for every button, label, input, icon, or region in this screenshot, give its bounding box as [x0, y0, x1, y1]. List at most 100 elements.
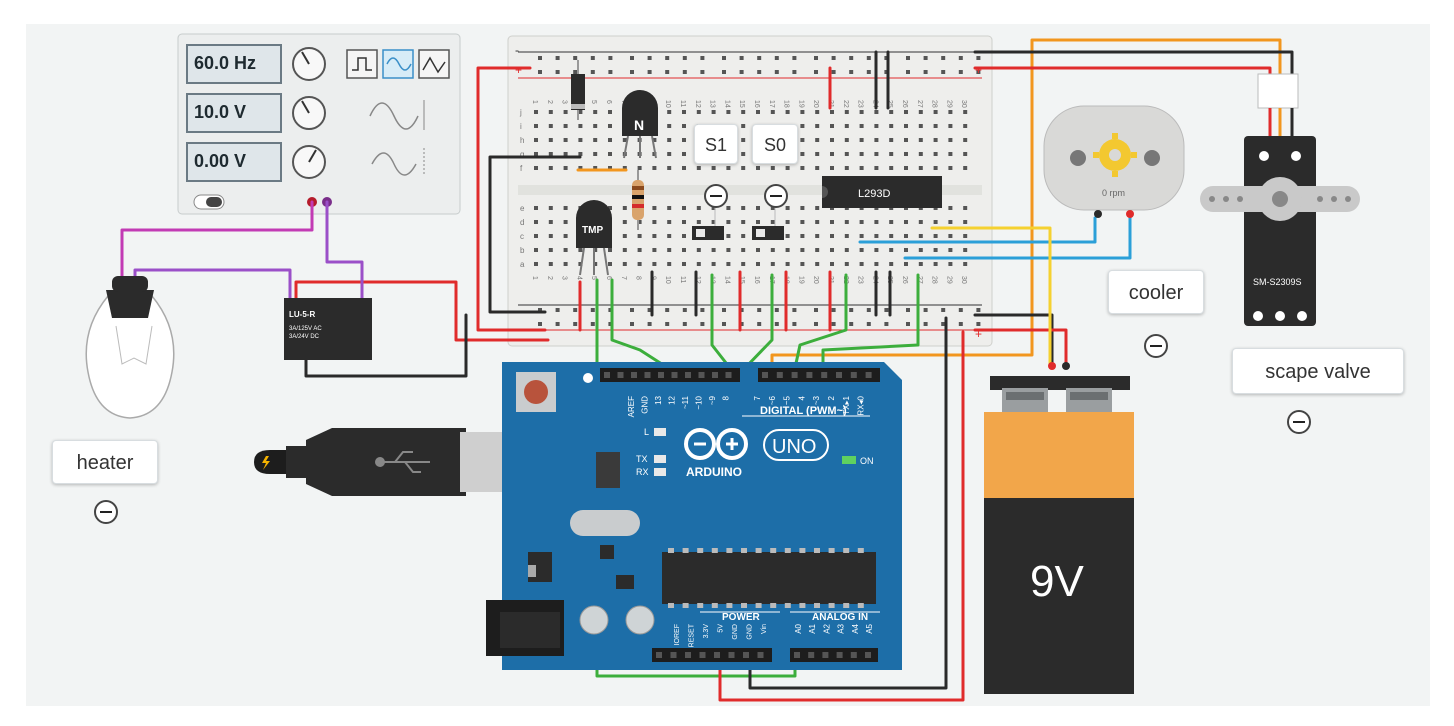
usb-icon — [375, 451, 430, 473]
digital-pin-label: 7 — [753, 395, 762, 400]
row-label: f — [520, 164, 523, 173]
column-number: 7 — [620, 276, 627, 280]
row-label: a — [520, 260, 525, 269]
resistor[interactable] — [632, 170, 644, 230]
column-number: 22 — [842, 100, 849, 108]
magenta-wire-heater[interactable] — [120, 200, 314, 284]
dc-motor[interactable]: 0 rpm — [1043, 105, 1185, 218]
column-number: 29 — [945, 100, 952, 108]
row-label: b — [520, 246, 525, 255]
column-number: 1 — [531, 100, 538, 104]
lightning-icon — [262, 456, 270, 470]
row-label: h — [520, 136, 524, 145]
servo-motor[interactable]: SM-S2309S — [1200, 73, 1360, 326]
heater-toggle-button[interactable] — [94, 500, 118, 524]
black-wire-relay[interactable] — [304, 313, 468, 378]
sine-wave-button[interactable] — [382, 49, 414, 79]
row-label: c — [520, 232, 524, 241]
green-wire-8[interactable] — [743, 273, 774, 370]
column-number: 17 — [768, 100, 775, 108]
analog-pin-label: A0 — [794, 623, 803, 633]
column-number: 10 — [664, 276, 671, 284]
digital-pin-label: ~11 — [681, 395, 690, 409]
red-wire-battery[interactable] — [973, 328, 1068, 367]
black-wire-servo[interactable] — [973, 50, 1294, 82]
led-rx-label: RX — [636, 467, 649, 477]
header-holes — [604, 372, 872, 658]
nine-volt-battery[interactable]: 9V — [984, 362, 1134, 694]
digital-pin-label: GND — [641, 396, 650, 414]
column-number: 27 — [916, 100, 923, 108]
column-number: 25 — [886, 100, 893, 108]
digital-header-right[interactable] — [758, 368, 880, 382]
black-wire-left-rail[interactable] — [488, 155, 582, 314]
reset-button[interactable] — [524, 380, 548, 404]
amplitude-knob[interactable] — [292, 96, 326, 130]
transistor-label: N — [634, 117, 644, 133]
digital-header-label: DIGITAL (PWM~) — [760, 405, 847, 417]
black-wire-battery[interactable] — [973, 313, 1054, 367]
light-bulb[interactable] — [85, 276, 175, 419]
column-number: 5 — [590, 100, 597, 104]
row-label: e — [520, 204, 525, 213]
cooler-toggle-button[interactable] — [1144, 334, 1168, 358]
power-header[interactable] — [652, 648, 772, 662]
l293d-chip[interactable]: L293D — [822, 176, 942, 208]
led-tx-label: TX — [636, 454, 648, 464]
analog-pin-label: A4 — [851, 623, 860, 633]
offset-icon — [371, 152, 417, 176]
orange-wire[interactable] — [770, 38, 1282, 372]
npn-transistor[interactable]: N — [622, 90, 658, 159]
green-wire-9[interactable] — [710, 273, 732, 370]
chip-label: L293D — [858, 188, 890, 200]
microcontroller-pins — [668, 548, 864, 608]
frequency-knob[interactable] — [292, 47, 326, 81]
green-wire-3[interactable] — [821, 273, 920, 370]
green-wire-5[interactable] — [793, 273, 848, 370]
column-number: 12 — [694, 100, 701, 108]
scape-valve-toggle-button[interactable] — [1287, 410, 1311, 434]
switch-s1[interactable] — [692, 206, 724, 240]
digital-header-left[interactable] — [600, 368, 740, 382]
power-switch[interactable] — [193, 194, 225, 210]
red-wire-left-rail[interactable] — [476, 66, 547, 332]
frequency-display: 60.0 Hz — [186, 44, 282, 84]
rail-plus-label-bottom: + — [975, 327, 982, 341]
offset-knob[interactable] — [292, 145, 326, 179]
switch-s1-toggle-button[interactable] — [704, 184, 728, 208]
black-wire-gnd[interactable] — [748, 316, 948, 690]
diode[interactable] — [571, 60, 585, 120]
yellow-wire[interactable] — [930, 226, 1052, 367]
red-wire-relay[interactable] — [294, 280, 550, 342]
square-wave-button[interactable] — [346, 49, 378, 79]
tmp-label: TMP — [582, 225, 603, 236]
green-wire-13[interactable] — [610, 278, 670, 370]
temperature-sensor[interactable]: TMP — [576, 200, 612, 276]
blue-wire-motor-1[interactable] — [858, 216, 1097, 244]
row-label: g — [520, 150, 524, 159]
digital-pin-label: AREF — [627, 396, 636, 417]
column-number: 6 — [605, 100, 612, 104]
wires[interactable] — [120, 38, 1294, 702]
analog-pin-label: A3 — [837, 623, 846, 633]
column-number: 28 — [931, 276, 938, 284]
column-number: 2 — [546, 100, 553, 104]
column-number: 16 — [753, 100, 760, 108]
power-header-label: POWER — [722, 612, 761, 623]
switch-s0-toggle-button[interactable] — [764, 184, 788, 208]
triangle-wave-button[interactable] — [418, 49, 450, 79]
relay[interactable]: LU-5-R 3A/125V AC 3A/24V DC — [284, 298, 372, 360]
red-wire-5v[interactable] — [718, 330, 965, 702]
relay-spec-1: 3A/125V AC — [289, 326, 322, 332]
breadboard-holes — [534, 56, 981, 326]
purple-wire-relay[interactable] — [325, 200, 364, 302]
analog-header[interactable] — [790, 648, 878, 662]
power-pin-label: 3.3V — [703, 624, 710, 639]
blue-wire-motor-2[interactable] — [903, 216, 1132, 260]
column-number: 15 — [738, 276, 745, 284]
switch-s0[interactable] — [752, 206, 784, 240]
